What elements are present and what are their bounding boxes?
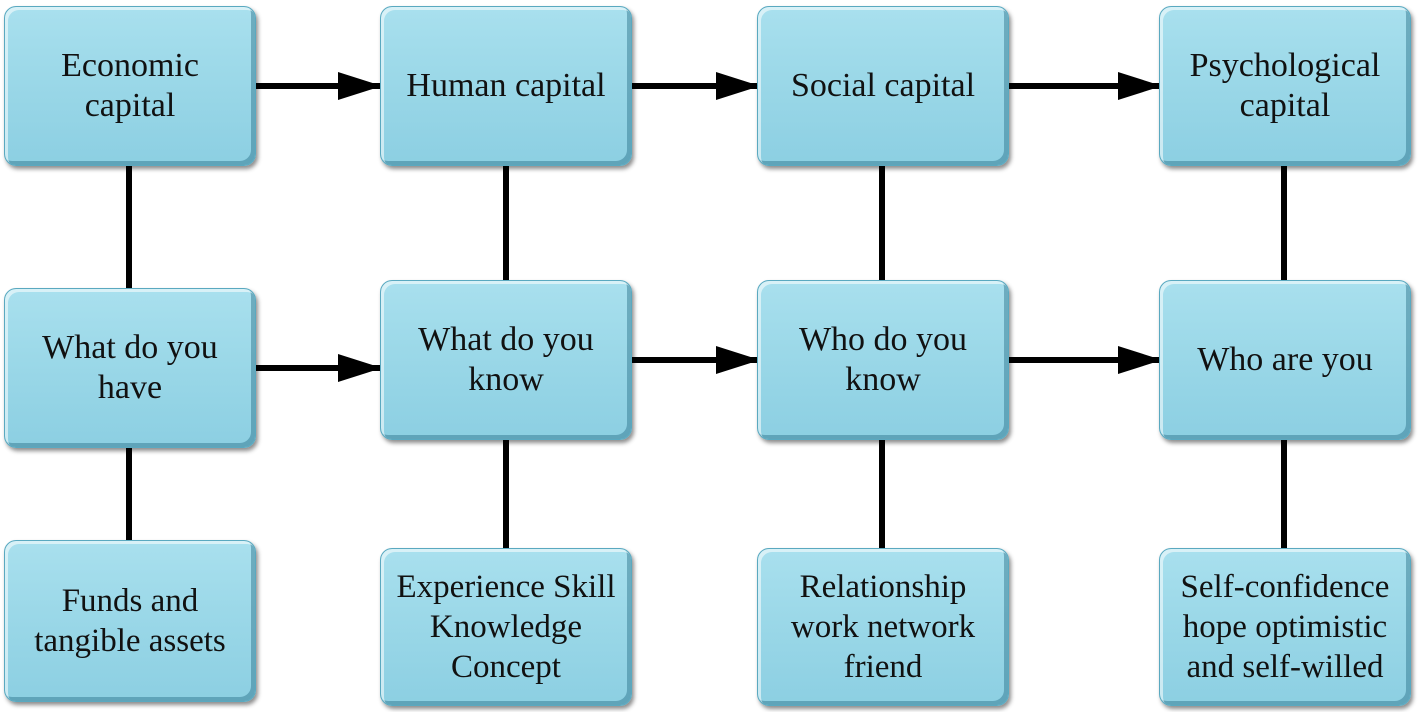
what-do-you-know-label: What do you know bbox=[418, 321, 594, 398]
economic-capital-label: Economic capital bbox=[61, 47, 199, 124]
social-capital-box: Social capital bbox=[757, 6, 1009, 166]
social-capital-label: Social capital bbox=[790, 67, 976, 104]
experience-skill-box: Experience Skill Knowledge Concept bbox=[380, 548, 632, 706]
funds-and-assets-box: Funds and tangible assets bbox=[4, 540, 256, 702]
what-do-you-know-box: What do you know bbox=[380, 280, 632, 440]
human-capital-box: Human capital bbox=[380, 6, 632, 166]
funds-and-assets-label: Funds and tangible assets bbox=[34, 583, 226, 659]
what-do-you-have-label: What do you have bbox=[42, 329, 218, 406]
who-do-you-know-box: Who do you know bbox=[757, 280, 1009, 440]
self-confidence-box: Self-confidence hope optimistic and self… bbox=[1159, 548, 1411, 706]
who-are-you-label: Who are you bbox=[1197, 341, 1373, 378]
self-confidence-label: Self-confidence hope optimistic and self… bbox=[1180, 569, 1390, 685]
who-are-you-box: Who are you bbox=[1159, 280, 1411, 440]
relationship-network-label: Relationship work network friend bbox=[790, 569, 976, 685]
psychological-capital-box: Psychological capital bbox=[1159, 6, 1411, 166]
relationship-network-box: Relationship work network friend bbox=[757, 548, 1009, 706]
who-do-you-know-label: Who do you know bbox=[798, 321, 968, 398]
psychological-capital-label: Psychological capital bbox=[1189, 47, 1381, 124]
what-do-you-have-box: What do you have bbox=[4, 288, 256, 448]
human-capital-label: Human capital bbox=[406, 67, 606, 104]
economic-capital-box: Economic capital bbox=[4, 6, 256, 166]
experience-skill-label: Experience Skill Knowledge Concept bbox=[396, 569, 616, 685]
